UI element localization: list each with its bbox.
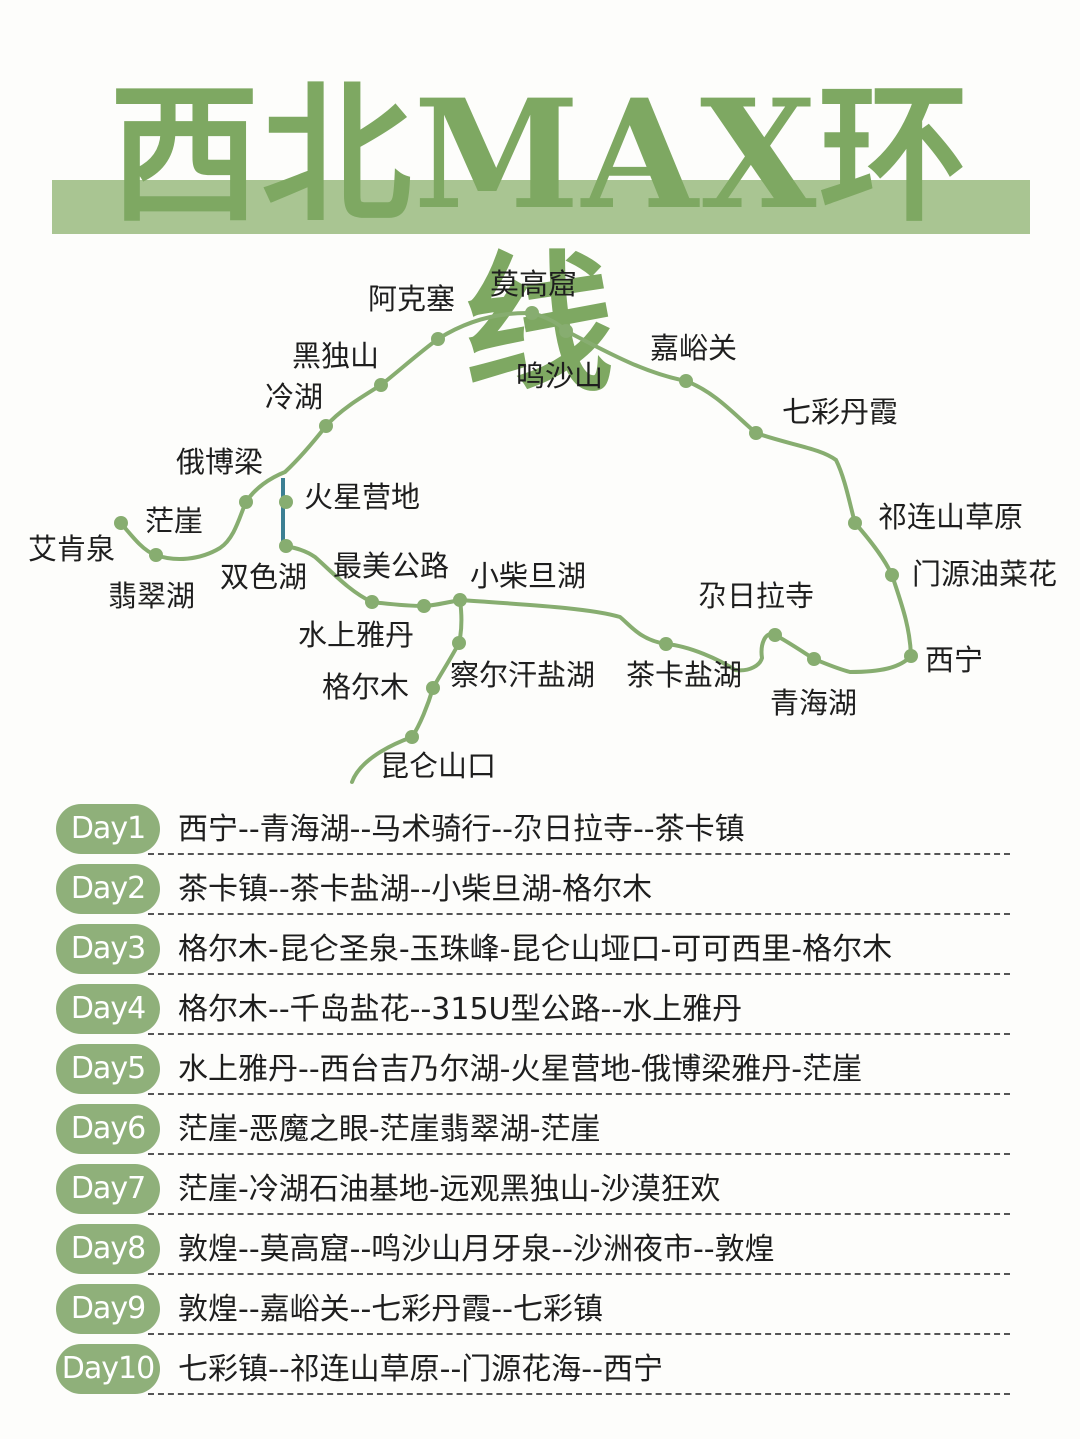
day-route-text: 格尔木-昆仑圣泉-玉珠峰-昆仑山垭口-可可西里-格尔木 xyxy=(178,932,893,967)
label-qinghaihu: 青海湖 xyxy=(770,686,857,720)
label-feicuihu: 翡翠湖 xyxy=(108,579,195,613)
day-badge: Day5 xyxy=(56,1044,160,1094)
day-route-text: 茫崖-恶魔之眼-茫崖翡翠湖-茫崖 xyxy=(178,1112,601,1147)
stop-qilianshan xyxy=(848,516,862,530)
stop-lenghu xyxy=(319,419,333,433)
itinerary-day-row: Day10 七彩镇--祁连山草原--门源花海--西宁 xyxy=(56,1340,1016,1398)
dashed-divider xyxy=(148,1033,1010,1035)
day-badge: Day7 xyxy=(56,1164,160,1214)
label-geermu: 格尔木 xyxy=(322,670,409,704)
stop-shuishangyadan xyxy=(365,595,379,609)
route-map: 艾肯泉 茫崖 翡翠湖 俄博梁 冷湖 黑独山 阿克塞 莫高窟 鸣沙山 嘉峪关 七彩… xyxy=(28,267,1057,784)
day-route-text: 七彩镇--祁连山草原--门源花海--西宁 xyxy=(178,1352,663,1387)
page-title: 西北MAX环线 xyxy=(109,67,971,413)
itinerary-day-row: Day7 茫崖-冷湖石油基地-远观黑独山-沙漠狂欢 xyxy=(56,1160,1016,1218)
itinerary-day-row: Day8 敦煌--莫高窟--鸣沙山月牙泉--沙洲夜市--敦煌 xyxy=(56,1220,1016,1278)
label-ebliang: 俄博梁 xyxy=(176,445,263,479)
stop-aikenquan xyxy=(114,516,128,530)
dashed-divider xyxy=(148,1213,1010,1215)
dashed-divider xyxy=(148,973,1010,975)
route-stop-markers xyxy=(114,306,918,744)
day-route-text: 敦煌--莫高窟--鸣沙山月牙泉--沙洲夜市--敦煌 xyxy=(178,1232,775,1267)
label-xiaochaidan: 小柴旦湖 xyxy=(470,559,586,593)
label-shuishangyadan: 水上雅丹 xyxy=(298,618,414,652)
label-chakayanhu: 茶卡盐湖 xyxy=(626,658,742,692)
label-duorilasi: 尕日拉寺 xyxy=(698,579,814,613)
label-mogaoku: 莫高窟 xyxy=(490,267,577,301)
label-lenghu: 冷湖 xyxy=(265,380,323,414)
label-qicaidanxia: 七彩丹霞 xyxy=(782,395,898,429)
label-chaerhan: 察尔汗盐湖 xyxy=(450,658,595,692)
place-labels: 艾肯泉 茫崖 翡翠湖 俄博梁 冷湖 黑独山 阿克塞 莫高窟 鸣沙山 嘉峪关 七彩… xyxy=(28,267,1057,783)
day-route-text: 西宁--青海湖--马术骑行--尕日拉寺--茶卡镇 xyxy=(178,812,745,847)
day-badge: Day1 xyxy=(56,804,160,854)
label-menyuan: 门源油菜花 xyxy=(912,557,1057,591)
label-jiayuguan: 嘉峪关 xyxy=(650,331,737,365)
stop-chakayanhu xyxy=(659,637,673,651)
stop-mangya xyxy=(239,495,253,509)
stop-feicuihu xyxy=(149,548,163,562)
itinerary-day-row: Day9 敦煌--嘉峪关--七彩丹霞--七彩镇 xyxy=(56,1280,1016,1338)
day-badge: Day8 xyxy=(56,1224,160,1274)
dashed-divider xyxy=(148,1153,1010,1155)
itinerary-day-row: Day1 西宁--青海湖--马术骑行--尕日拉寺--茶卡镇 xyxy=(56,800,1016,858)
itinerary-day-row: Day4 格尔木--千岛盐花--315U型公路--水上雅丹 xyxy=(56,980,1016,1038)
itinerary-day-row: Day3 格尔木-昆仑圣泉-玉珠峰-昆仑山垭口-可可西里-格尔木 xyxy=(56,920,1016,978)
day-route-text: 敦煌--嘉峪关--七彩丹霞--七彩镇 xyxy=(178,1292,603,1327)
stop-menyuan xyxy=(885,568,899,582)
dashed-divider xyxy=(148,1093,1010,1095)
label-akesai: 阿克塞 xyxy=(368,282,455,316)
stop-huoxingyingdi xyxy=(279,495,293,509)
stop-shuangsehu xyxy=(279,539,293,553)
label-zuimeigonglu: 最美公路 xyxy=(333,549,449,583)
day-badge: Day2 xyxy=(56,864,160,914)
itinerary-day-row: Day6 茫崖-恶魔之眼-茫崖翡翠湖-茫崖 xyxy=(56,1100,1016,1158)
day-badge: Day9 xyxy=(56,1284,160,1334)
day-route-text: 茶卡镇--茶卡盐湖--小柴旦湖-格尔木 xyxy=(178,872,653,907)
dashed-divider xyxy=(148,853,1010,855)
stop-chaerhan xyxy=(452,636,466,650)
label-huoxingyingdi: 火星营地 xyxy=(304,480,420,514)
dashed-divider xyxy=(148,1273,1010,1275)
title-highlight-band xyxy=(52,180,1030,234)
stop-geermu xyxy=(426,681,440,695)
itinerary-day-row: Day5 水上雅丹--西台吉乃尔湖-火星营地-俄博梁雅丹-茫崖 xyxy=(56,1040,1016,1098)
stop-mogaoku xyxy=(525,306,539,320)
stop-mingshashan xyxy=(559,324,573,338)
label-heidushan: 黑独山 xyxy=(292,339,379,373)
label-aikenquan: 艾肯泉 xyxy=(28,532,115,566)
stop-qinghaihu xyxy=(807,652,821,666)
itinerary-day-row: Day2 茶卡镇--茶卡盐湖--小柴旦湖-格尔木 xyxy=(56,860,1016,918)
label-mangya: 茫崖 xyxy=(145,504,203,538)
day-route-text: 茫崖-冷湖石油基地-远观黑独山-沙漠狂欢 xyxy=(178,1172,721,1207)
stop-jiayuguan xyxy=(679,374,693,388)
stop-akesai xyxy=(431,332,445,346)
label-xining: 西宁 xyxy=(925,643,983,677)
day-route-text: 水上雅丹--西台吉乃尔湖-火星营地-俄博梁雅丹-茫崖 xyxy=(178,1052,863,1087)
label-mingshashan: 鸣沙山 xyxy=(516,359,603,393)
day-route-text: 格尔木--千岛盐花--315U型公路--水上雅丹 xyxy=(178,992,743,1027)
stop-heidushan xyxy=(374,378,388,392)
stop-xiaochaidan xyxy=(453,593,467,607)
stop-qicaidanxia xyxy=(749,426,763,440)
dashed-divider xyxy=(148,913,1010,915)
dashed-divider xyxy=(148,1393,1010,1395)
stop-duorilasi xyxy=(768,628,782,642)
stop-zuimeigonglu xyxy=(417,599,431,613)
label-kunlunshankou: 昆仑山口 xyxy=(380,749,496,783)
day-badge: Day10 xyxy=(56,1344,160,1394)
day-badge: Day3 xyxy=(56,924,160,974)
day-badge: Day4 xyxy=(56,984,160,1034)
label-qilianshan: 祁连山草原 xyxy=(878,500,1023,534)
dashed-divider xyxy=(148,1333,1010,1335)
day-badge: Day6 xyxy=(56,1104,160,1154)
stop-xining xyxy=(904,649,918,663)
stop-kunlunshankou xyxy=(405,730,419,744)
label-shuangsehu: 双色湖 xyxy=(220,560,307,594)
